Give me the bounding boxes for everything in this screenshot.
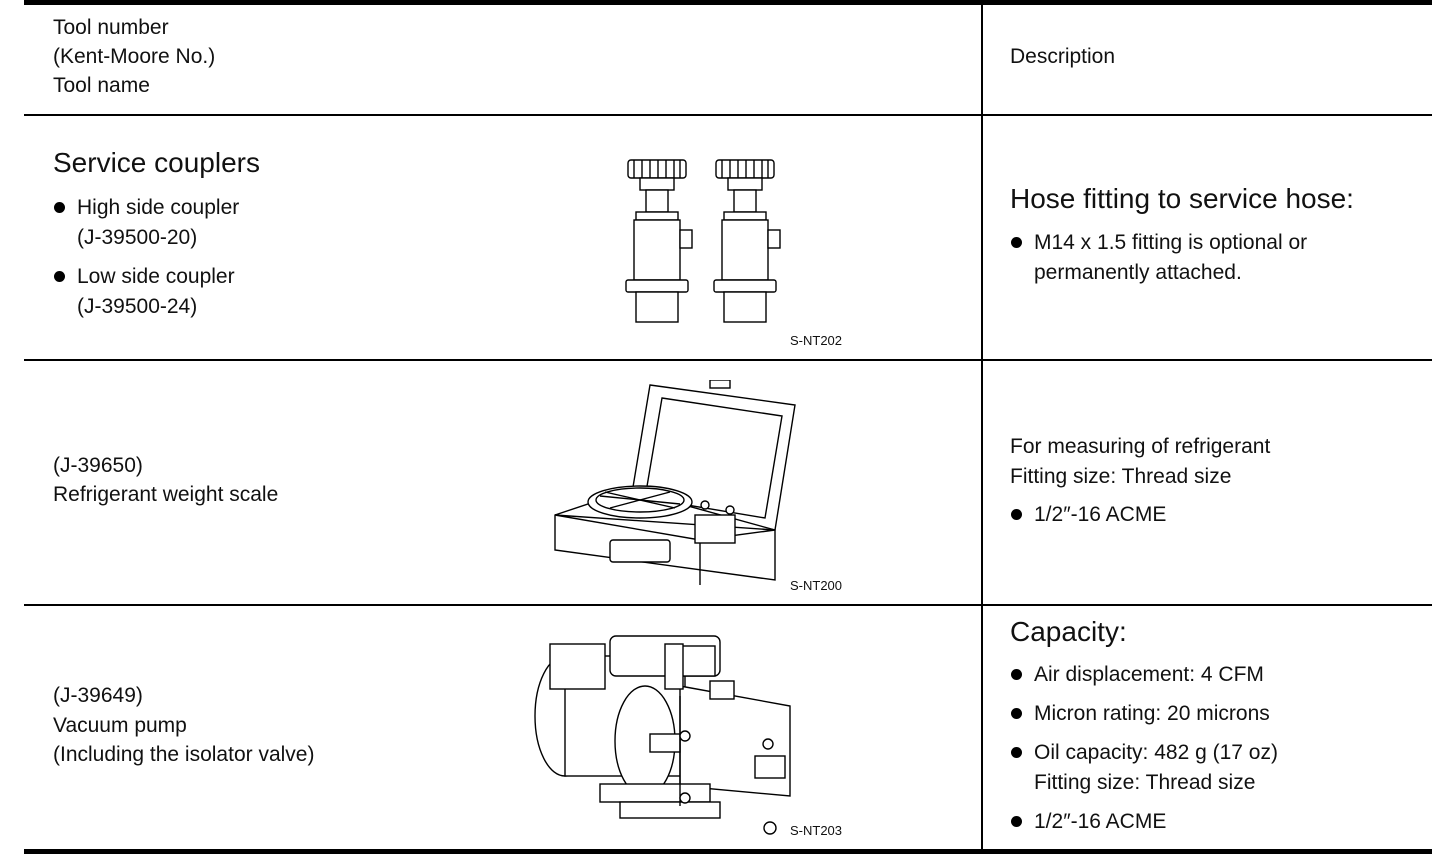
row1-desc-bullet-line2: permanently attached. bbox=[1034, 261, 1242, 284]
column-divider bbox=[981, 4, 983, 850]
row1-item1-name: High side coupler bbox=[53, 193, 239, 223]
row1-item2-part: (J-39500-24) bbox=[77, 295, 198, 318]
row2-name: Refrigerant weight scale bbox=[53, 483, 279, 506]
row2-desc-bullet: 1/2″-16 ACME bbox=[1010, 500, 1166, 530]
row3-desc-title: Capacity: bbox=[1010, 616, 1127, 647]
row1-desc-title: Hose fitting to service hose: bbox=[1010, 183, 1354, 214]
row3-image-code: S-NT203 bbox=[790, 823, 843, 838]
header-description: Description bbox=[1010, 45, 1116, 68]
row3-name: Vacuum pump bbox=[53, 714, 187, 737]
coupler-pair-illustration bbox=[625, 159, 781, 323]
row1-desc-bullet-line1: M14 x 1.5 fitting is optional or bbox=[1010, 228, 1307, 258]
row3-part: (J-39649) bbox=[53, 684, 143, 707]
row3-bullet-air: Air displacement: 4 CFM bbox=[1011, 660, 1264, 690]
weight-scale-illustration bbox=[554, 380, 796, 585]
table-top-rule bbox=[24, 0, 1432, 5]
row2-image-code: S-NT200 bbox=[790, 578, 843, 593]
row1-image-code: S-NT202 bbox=[790, 333, 843, 348]
row3-bullet-micron: Micron rating: 20 microns bbox=[1011, 699, 1270, 729]
row3-bullet-acme: 1/2″-16 ACME bbox=[1010, 807, 1166, 837]
vacuum-pump-illustration bbox=[534, 635, 791, 835]
row3-bullet-oil: Oil capacity: 482 g (17 oz) bbox=[1011, 738, 1278, 768]
row3-fitting-line: Fitting size: Thread size bbox=[1034, 771, 1256, 794]
header-tool-number: Tool number bbox=[53, 16, 169, 39]
header-tool-name: Tool name bbox=[53, 74, 150, 97]
header-divider bbox=[24, 114, 1432, 116]
row1-item1-part: (J-39500-20) bbox=[77, 226, 198, 249]
row2-desc-line2: Fitting size: Thread size bbox=[1010, 465, 1232, 488]
row1-item2-name: Low side coupler bbox=[54, 262, 235, 292]
table-bottom-rule bbox=[24, 849, 1432, 854]
row-divider-2 bbox=[24, 604, 1432, 606]
row1-title: Service couplers bbox=[53, 147, 260, 178]
row2-desc-line1: For measuring of refrigerant bbox=[1010, 435, 1271, 458]
row-divider-1 bbox=[24, 359, 1432, 361]
row3-note: (Including the isolator valve) bbox=[53, 743, 315, 766]
header-kent-moore: (Kent-Moore No.) bbox=[53, 45, 216, 68]
row2-part: (J-39650) bbox=[53, 454, 143, 477]
header-tool-column: Tool number (Kent-Moore No.) Tool name bbox=[53, 13, 215, 100]
